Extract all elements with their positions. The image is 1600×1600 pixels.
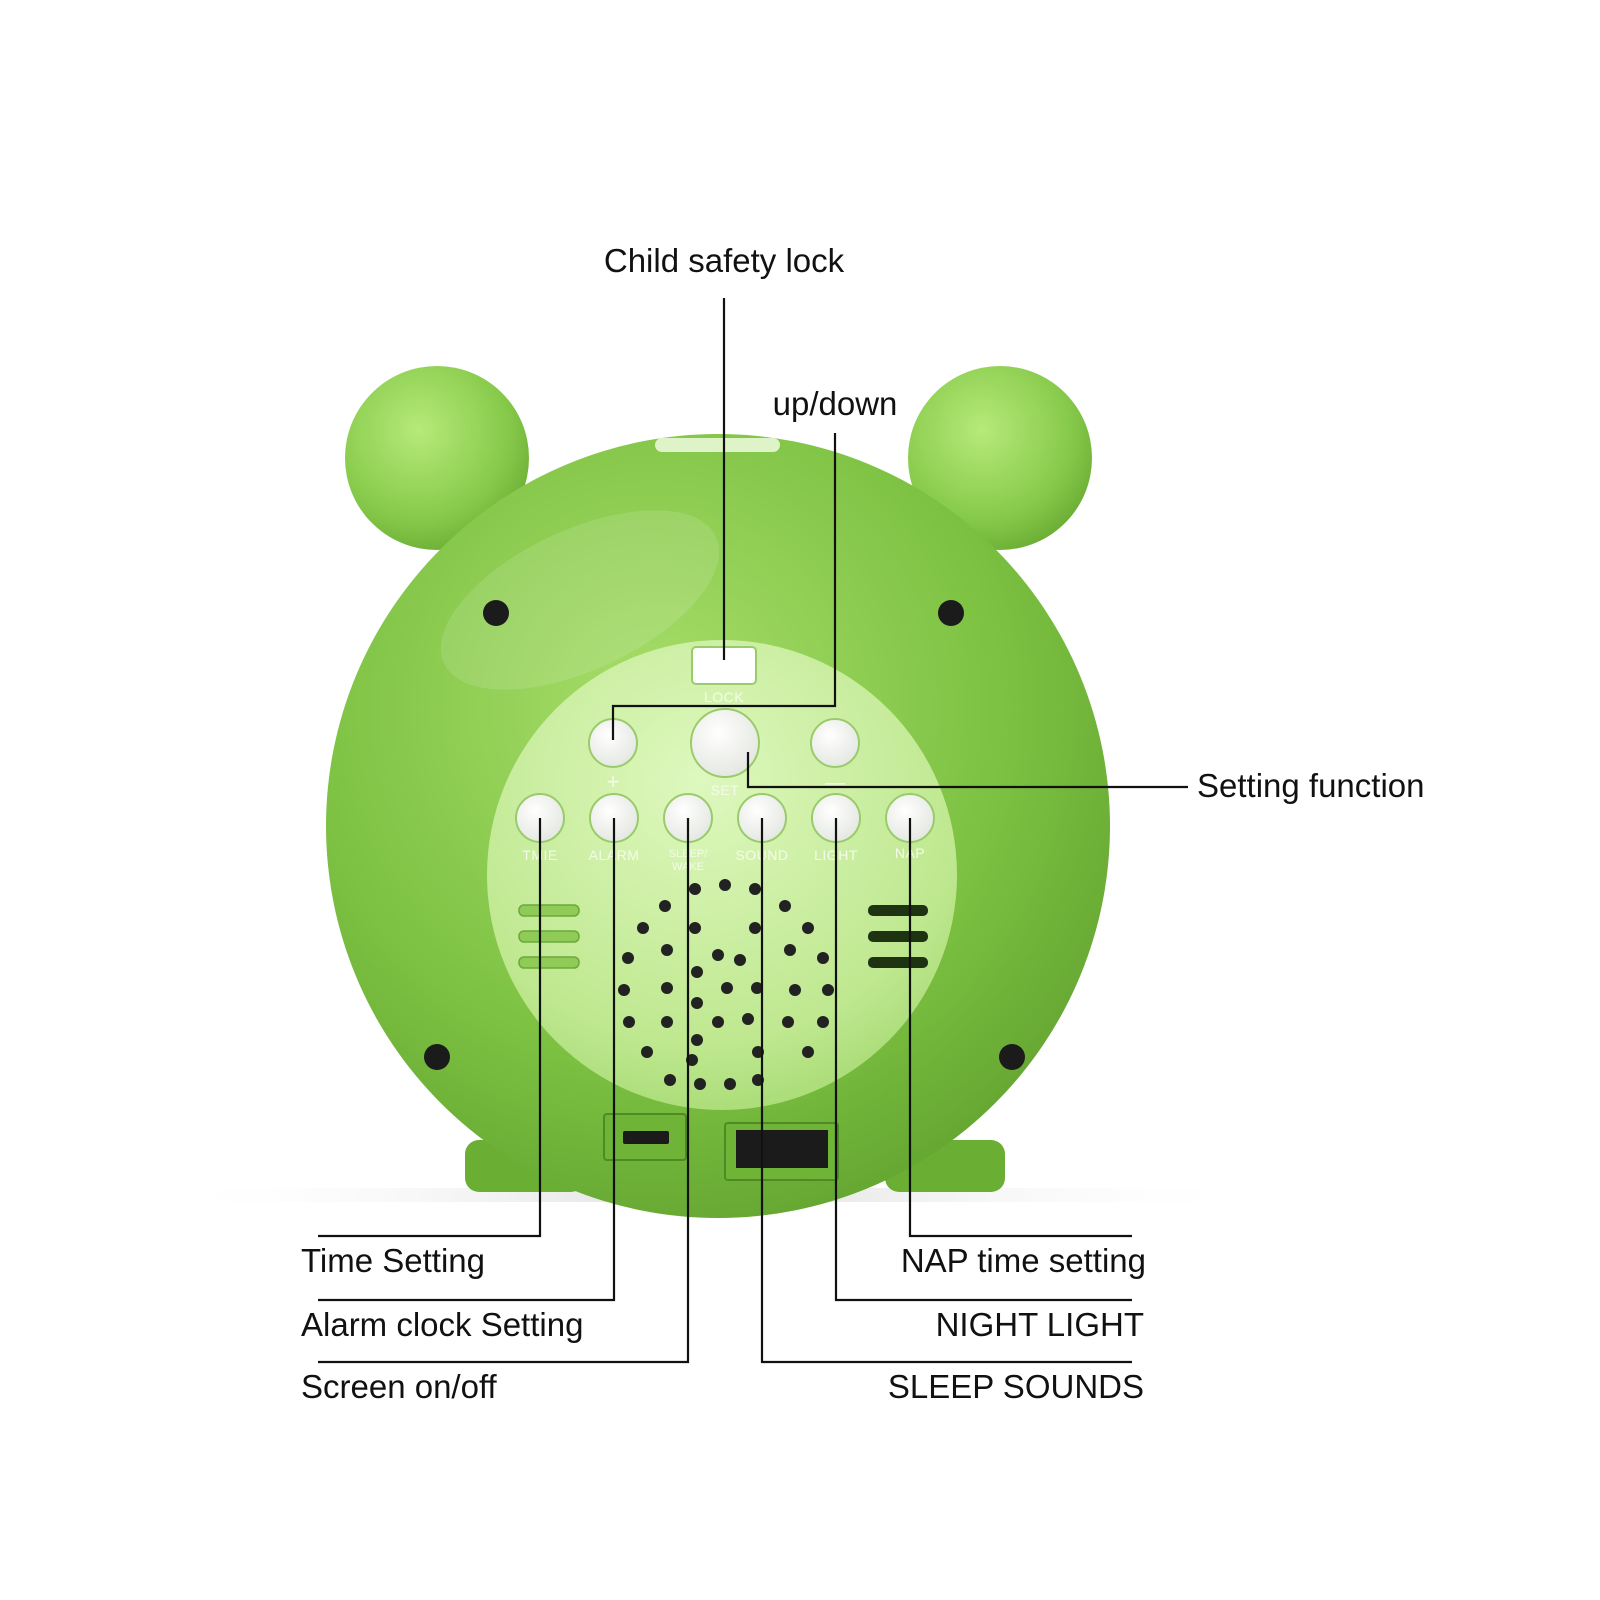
minus-button[interactable] [810, 718, 860, 768]
screw-top-left [483, 600, 509, 626]
usb-port[interactable] [623, 1131, 669, 1144]
leader-setting-function [746, 752, 1188, 789]
leader-alarm-clock-setting [318, 818, 616, 1302]
right-vent [868, 905, 928, 968]
screw-bottom-left [424, 1044, 450, 1070]
leader-lines [318, 298, 1188, 1364]
screw-bottom-right [999, 1044, 1025, 1070]
callout-setting-function: Setting function [1197, 767, 1425, 804]
callout-night-light: NIGHT LIGHT [936, 1306, 1144, 1343]
leader-night-light [834, 818, 1132, 1302]
plus-label: + [607, 769, 620, 794]
leader-nap-time-setting [908, 818, 1132, 1238]
screw-top-right [938, 600, 964, 626]
top-light-strip [655, 438, 780, 452]
minus-label: — [825, 772, 845, 794]
set-label: SET [711, 782, 740, 798]
left-ear [345, 366, 529, 550]
set-button[interactable] [690, 708, 760, 778]
leader-up-down [611, 433, 837, 740]
lock-label: LOCK [704, 689, 744, 705]
right-ear [908, 366, 1092, 550]
callout-sleep-sounds: SLEEP SOUNDS [888, 1368, 1144, 1405]
callout-child-safety-lock: Child safety lock [604, 242, 845, 279]
leader-screen-on-off [318, 818, 690, 1364]
callout-nap-time-setting: NAP time setting [901, 1242, 1146, 1279]
leader-sleep-sounds [760, 818, 1132, 1364]
battery-compartment[interactable] [736, 1130, 828, 1168]
callout-screen-on-off: Screen on/off [301, 1368, 498, 1405]
callout-up-down: up/down [773, 385, 898, 422]
callout-alarm-clock-setting: Alarm clock Setting [301, 1306, 583, 1343]
leader-time-setting [318, 818, 542, 1238]
callout-time-setting: Time Setting [301, 1242, 485, 1279]
body-highlight [440, 510, 720, 690]
speaker-grille [618, 879, 834, 1090]
left-vent [518, 904, 580, 969]
